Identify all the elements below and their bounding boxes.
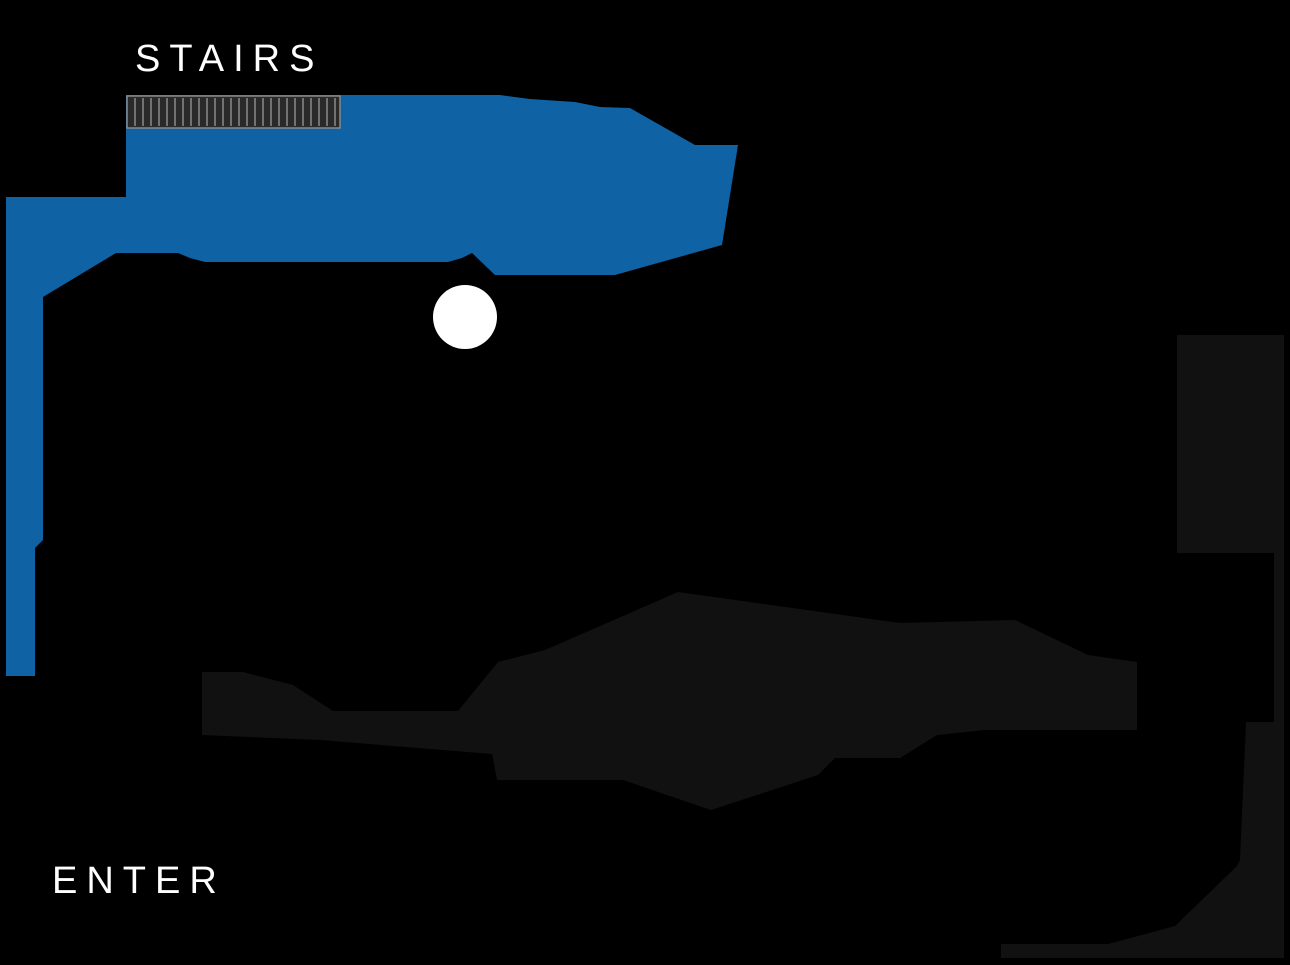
unexplored-region-center bbox=[202, 592, 1137, 810]
player-position-marker bbox=[433, 285, 497, 349]
stairs-icon bbox=[126, 95, 341, 129]
stairs-label: STAIRS bbox=[135, 38, 324, 80]
explored-region bbox=[6, 95, 738, 676]
unexplored-region-east-upper bbox=[1177, 335, 1284, 722]
unexplored-region-east-lower bbox=[1001, 722, 1284, 958]
enter-label: ENTER bbox=[52, 860, 226, 902]
